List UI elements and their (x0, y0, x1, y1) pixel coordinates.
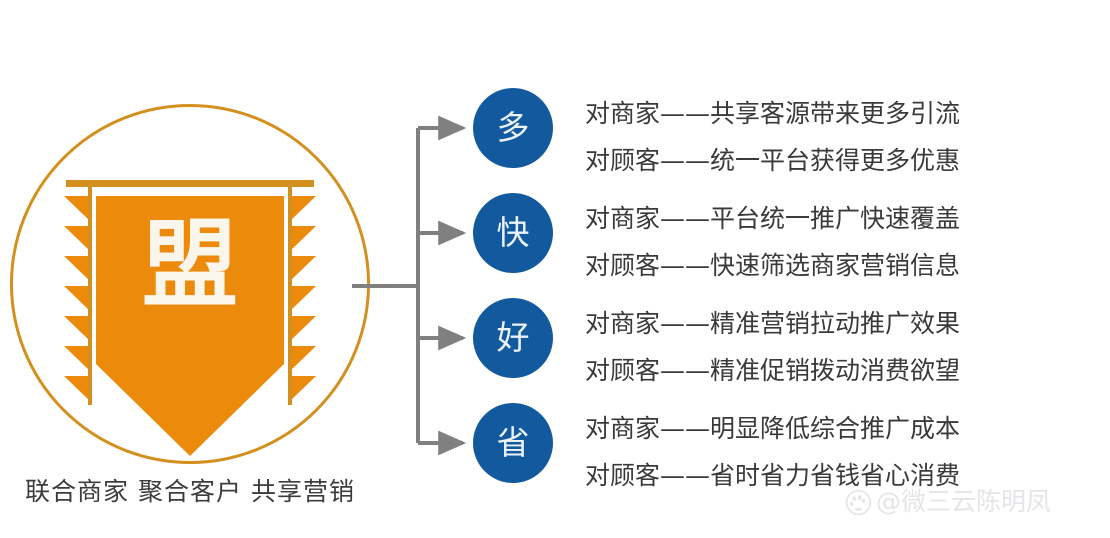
benefit-lines-4: 对商家——明显降低综合推广成本 对顾客——省时省力省钱省心消费 (585, 405, 1085, 499)
benefit-line-merchant: 对商家——明显降低综合推广成本 (585, 414, 961, 443)
benefit-lines-1: 对商家——共享客源带来更多引流 对顾客——统一平台获得更多优惠 (585, 90, 1085, 184)
benefit-line-customer: 对顾客——统一平台获得更多优惠 (585, 146, 961, 175)
emblem-badge: 盟 (10, 104, 370, 464)
benefit-line-customer: 对顾客——快速筛选商家营销信息 (585, 251, 961, 280)
benefit-row: 省 对商家——明显降低综合推广成本 对顾客——省时省力省钱省心消费 (473, 403, 1093, 490)
benefit-row: 快 对商家——平台统一推广快速覆盖 对顾客——快速筛选商家营销信息 (473, 193, 1093, 280)
baidu-paw-icon (845, 489, 872, 515)
emblem-caption: 联合商家 聚合客户 共享营销 (25, 477, 355, 506)
benefit-bubble-2[interactable]: 快 (473, 193, 553, 273)
benefit-bubble-4[interactable]: 省 (473, 403, 553, 483)
benefit-lines-3: 对商家——精准营销拉动推广效果 对顾客——精准促销拨动消费欲望 (585, 300, 1085, 394)
benefit-row: 多 对商家——共享客源带来更多引流 对顾客——统一平台获得更多优惠 (473, 88, 1093, 175)
benefit-line-merchant: 对商家——精准营销拉动推广效果 (585, 309, 961, 338)
benefit-line-merchant: 对商家——共享客源带来更多引流 (585, 99, 961, 128)
benefit-lines-2: 对商家——平台统一推广快速覆盖 对顾客——快速筛选商家营销信息 (585, 195, 1085, 289)
watermark: @微三云陈明凤 (845, 485, 1051, 519)
benefit-line-customer: 对顾客——省时省力省钱省心消费 (585, 461, 961, 490)
benefit-line-merchant: 对商家——平台统一推广快速覆盖 (585, 204, 961, 233)
benefit-row: 好 对商家——精准营销拉动推广效果 对顾客——精准促销拨动消费欲望 (473, 298, 1093, 385)
benefit-bubble-1[interactable]: 多 (473, 88, 553, 168)
benefit-line-customer: 对顾客——精准促销拨动消费欲望 (585, 356, 961, 385)
watermark-text: @微三云陈明凤 (876, 487, 1052, 516)
pennant-banner-icon (64, 180, 316, 456)
benefit-bubble-3[interactable]: 好 (473, 298, 553, 378)
emblem-glyph: 盟 (142, 209, 238, 321)
